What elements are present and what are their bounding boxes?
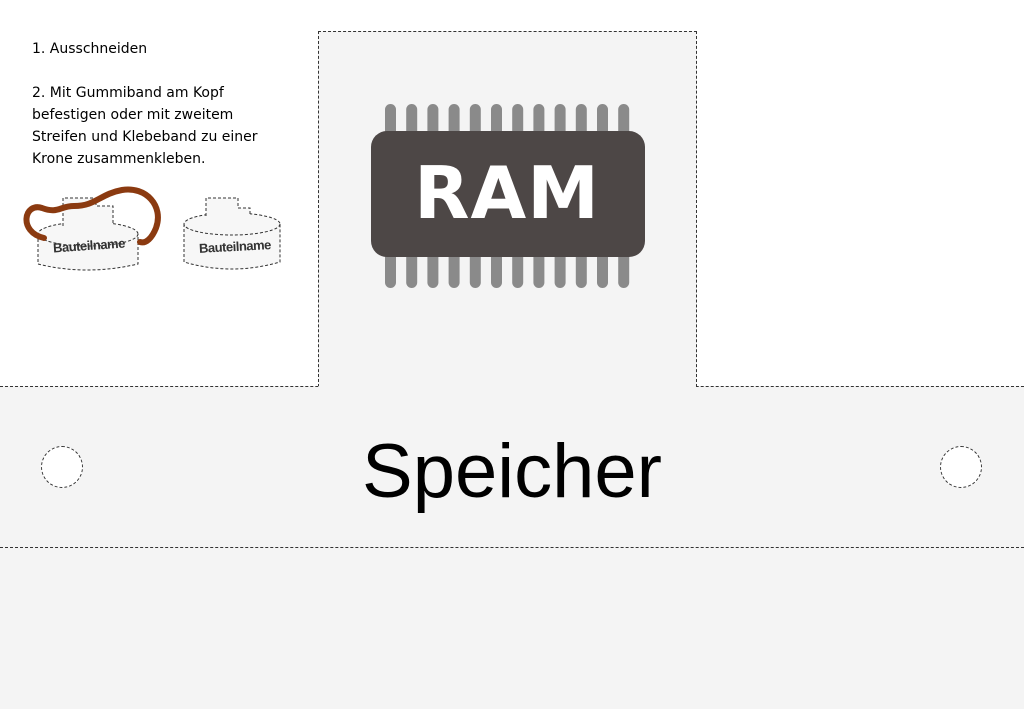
- instruction-step-2: 2. Mit Gummiband am Kopf befestigen oder…: [32, 85, 258, 167]
- crown-with-rubber-band-illustration: [23, 186, 161, 271]
- chip-pin-bottom: [385, 250, 396, 288]
- band-title: Speicher: [362, 429, 662, 514]
- instructions: 1. Ausschneiden 2. Mit Gummiband am Kopf…: [32, 38, 292, 170]
- rubber-band: [23, 186, 161, 246]
- chip-pin-bottom: [597, 250, 608, 288]
- chip-label: RAM: [414, 151, 600, 235]
- chip-pin-bottom: [427, 250, 439, 288]
- crown-band-strip: [0, 386, 1024, 548]
- chip-pin-bottom: [491, 250, 502, 288]
- chip-pin-bottom: [554, 250, 566, 288]
- chip-pin-bottom: [618, 250, 630, 288]
- chip-body: [371, 131, 645, 257]
- chip-pin-bottom: [533, 250, 545, 288]
- chip-pin-bottom: [575, 250, 587, 288]
- chip-pin-bottom: [448, 250, 460, 288]
- rubber-band-hole-right: [940, 446, 982, 488]
- rubber-band-hole-left: [41, 446, 83, 488]
- ram-chip-icon: [371, 104, 645, 288]
- instruction-step-1: 1. Ausschneiden: [32, 41, 148, 57]
- chip-pin-bottom: [512, 250, 524, 288]
- chip-pin-bottom: [469, 250, 481, 288]
- chip-pin-bottom: [406, 250, 418, 288]
- crown-plain-illustration: [183, 197, 281, 270]
- tab-band-joint: [319, 385, 696, 388]
- second-strip-panel: [0, 548, 1024, 709]
